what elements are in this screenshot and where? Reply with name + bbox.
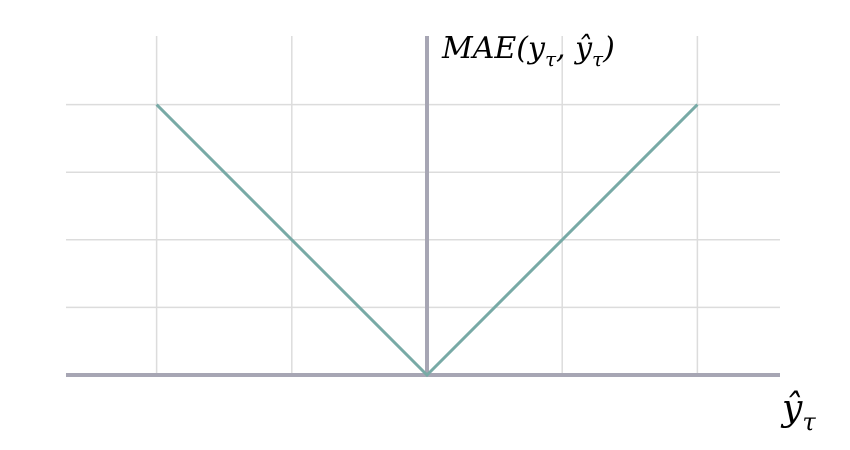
mae-curve — [155, 103, 699, 378]
axes — [66, 36, 780, 377]
grid-lines — [66, 36, 780, 375]
series-group — [155, 103, 699, 378]
y-axis-label: MAE(yτ, ŷτ) — [441, 31, 615, 71]
x-axis-label: ŷτ — [780, 388, 816, 436]
